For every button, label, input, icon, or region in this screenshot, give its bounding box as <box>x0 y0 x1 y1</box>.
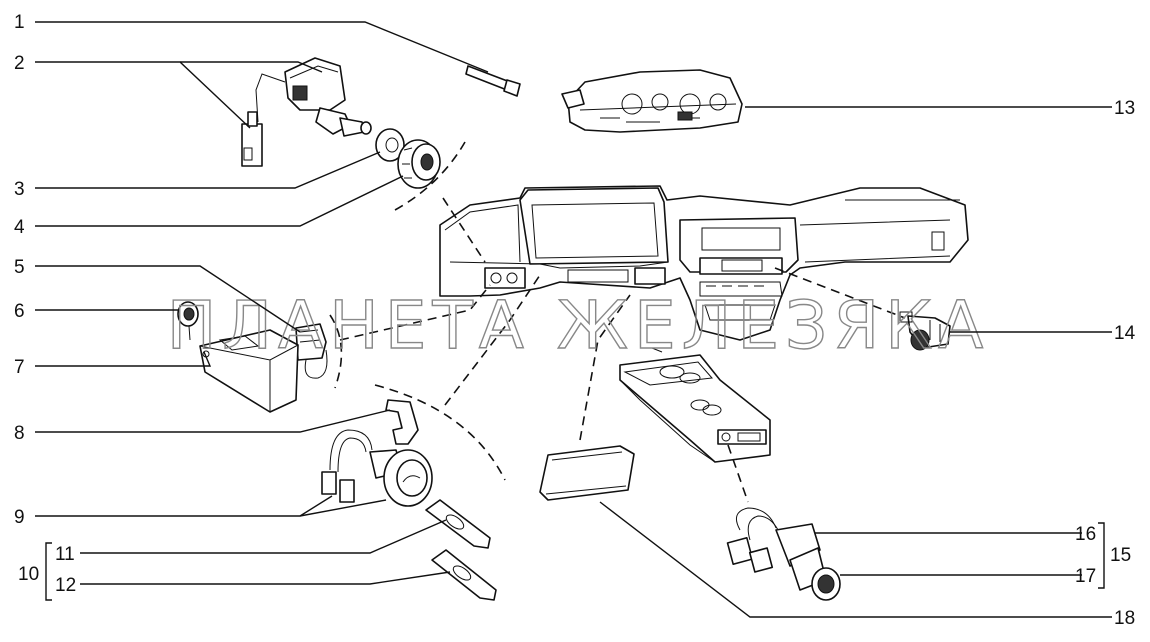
switch-with-wiring-icon <box>321 429 433 507</box>
cigarette-lighter-assembly-icon <box>726 507 841 601</box>
callout-15: 15 <box>1110 545 1131 566</box>
rear-switch-icon <box>899 311 951 351</box>
leader-lines <box>35 21 1112 618</box>
callout-14: 14 <box>1114 323 1136 344</box>
callout-13: 13 <box>1114 98 1135 119</box>
nut-icon <box>375 128 405 162</box>
callout-2: 2 <box>14 53 25 74</box>
callout-numbers: 1 2 3 4 5 6 7 8 9 10 11 12 13 14 15 16 1… <box>14 12 1136 629</box>
callout-7: 7 <box>14 357 25 378</box>
callout-4: 4 <box>14 217 25 238</box>
instrument-cluster-icon <box>561 69 743 133</box>
callout-10: 10 <box>18 564 39 585</box>
watermark-text: ПЛАНЕТА ЖЕЛЕЗЯКА <box>167 287 989 364</box>
grommet-icon <box>177 301 199 341</box>
key-tag-icon <box>431 549 497 601</box>
switch-with-connector-icon <box>241 57 372 167</box>
key-tag-icon <box>425 499 491 549</box>
callout-18: 18 <box>1114 608 1135 629</box>
center-console-icon <box>619 347 771 463</box>
callout-9: 9 <box>14 507 25 528</box>
cover-plate-icon <box>539 445 635 501</box>
callout-3: 3 <box>14 179 25 200</box>
dashed-connectors <box>329 141 906 503</box>
callout-11: 11 <box>55 544 75 565</box>
callout-6: 6 <box>14 301 25 322</box>
callout-5: 5 <box>14 257 25 278</box>
control-unit-icon <box>199 329 299 413</box>
bulb-socket-icon <box>465 65 521 97</box>
callout-12: 12 <box>55 575 76 596</box>
callout-1: 1 <box>14 12 25 33</box>
knob-icon <box>397 139 441 189</box>
dashboard-panel-icon <box>439 185 969 341</box>
callout-8: 8 <box>14 423 25 444</box>
clip-icon <box>385 399 419 445</box>
callout-17: 17 <box>1075 566 1096 587</box>
callout-16: 16 <box>1075 524 1096 545</box>
